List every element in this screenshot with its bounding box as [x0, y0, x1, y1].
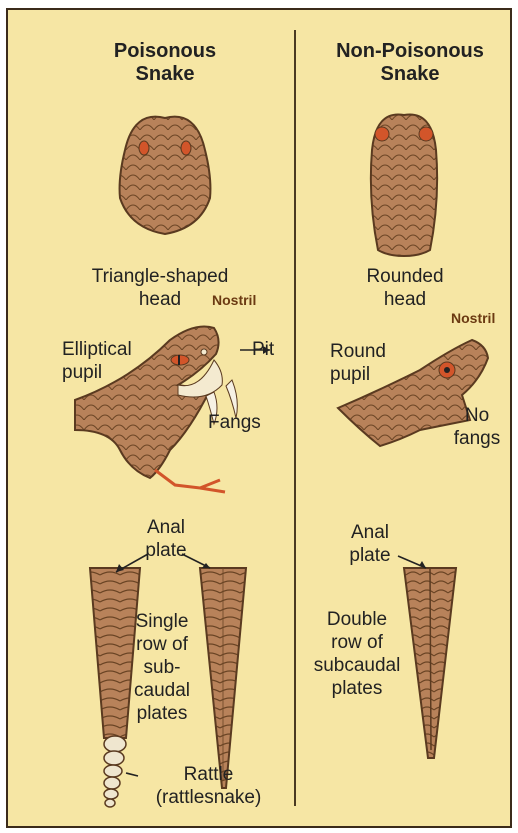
- eye-icon: [139, 141, 149, 155]
- eye-icon: [375, 127, 389, 141]
- no-fangs-label: No fangs: [448, 404, 506, 450]
- rattle-label: Rattle (rattlesnake): [136, 763, 281, 809]
- nostril-label: Nostril: [451, 310, 495, 326]
- double-row-subcaudal-label: Double row of subcaudal plates: [302, 608, 412, 700]
- eye-icon: [419, 127, 433, 141]
- rounded-head-illustration: [371, 114, 437, 256]
- nostril-label: Nostril: [212, 292, 256, 308]
- anal-plate-label: Anal plate: [340, 521, 400, 567]
- rounded-head-caption: Rounded head: [355, 265, 455, 311]
- poisonous-title: Poisonous Snake: [90, 40, 240, 86]
- non-poisonous-title: Non-Poisonous Snake: [315, 40, 505, 86]
- round-pupil-label: Round pupil: [330, 340, 386, 386]
- anal-plate-label: Anal plate: [130, 516, 202, 562]
- fangs-label: Fangs: [208, 411, 261, 434]
- pit-label: Pit: [252, 338, 274, 361]
- tongue-icon: [155, 470, 225, 492]
- rattle-icon: [104, 736, 126, 807]
- elliptical-pupil-label: Elliptical pupil: [62, 338, 132, 384]
- single-row-subcaudal-label: Single row of sub- caudal plates: [122, 610, 202, 725]
- eye-icon: [181, 141, 191, 155]
- triangle-head-illustration: [120, 117, 211, 234]
